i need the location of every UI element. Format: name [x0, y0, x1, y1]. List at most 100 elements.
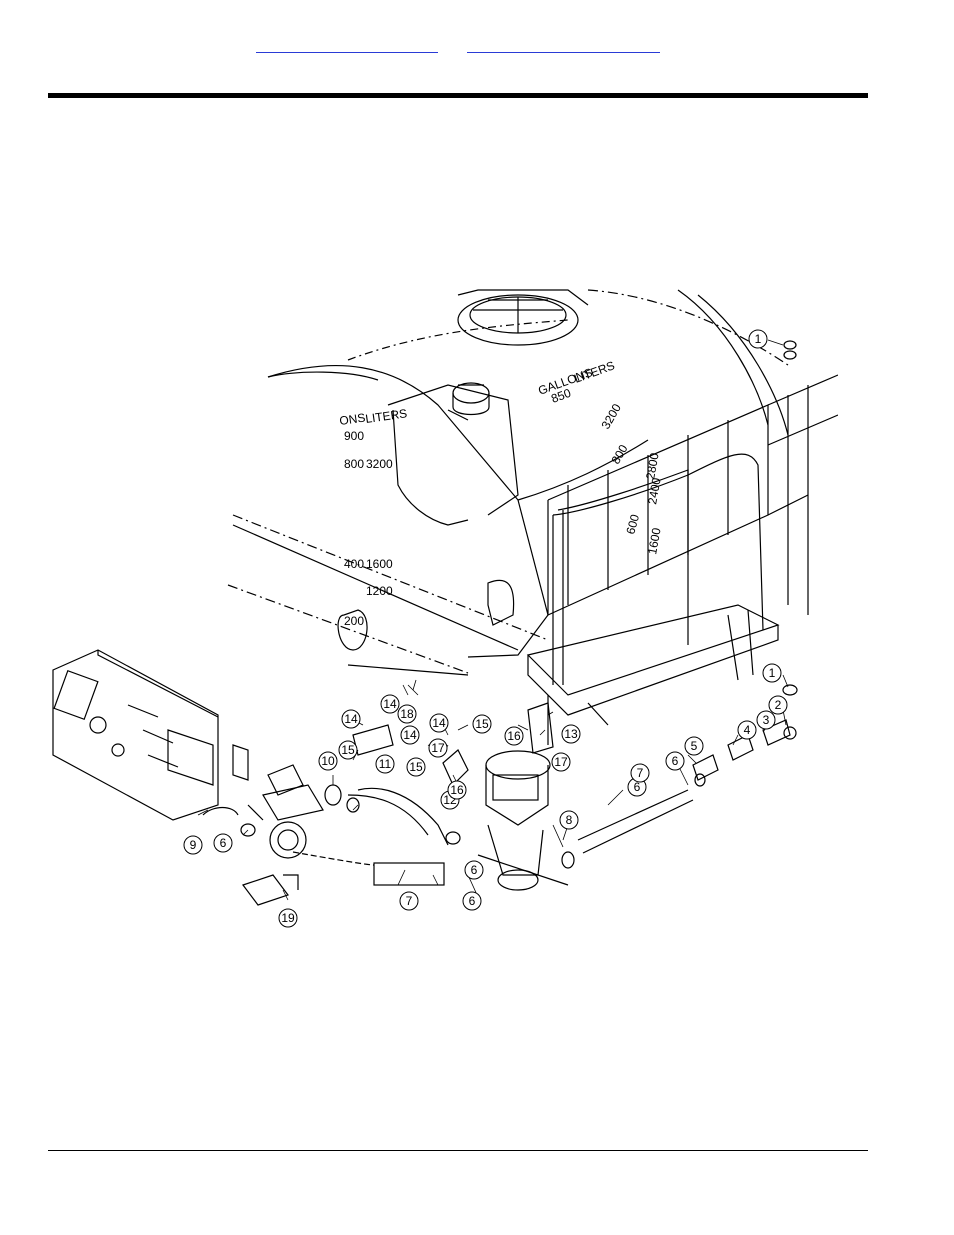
callout-15: 15	[406, 757, 426, 777]
callout-14: 14	[341, 709, 361, 729]
callout-number: 16	[450, 783, 464, 797]
callout-15: 15	[338, 740, 358, 760]
fill-lid	[457, 294, 579, 346]
scale-right-metric-0: 3200	[598, 401, 624, 431]
control-box	[52, 649, 219, 821]
rinse-cap	[452, 382, 490, 416]
fittings-right	[692, 340, 798, 781]
callout-19: 19	[278, 908, 298, 928]
callout-3: 3	[756, 710, 776, 730]
hose-front	[357, 787, 449, 846]
header-link-left[interactable]	[256, 38, 438, 53]
callout-16: 16	[504, 726, 524, 746]
callout-number: 13	[564, 727, 578, 741]
callout-14: 14	[400, 725, 420, 745]
sight-window	[337, 609, 368, 651]
handrail	[552, 453, 764, 685]
top-rule	[48, 93, 868, 98]
callout-18: 18	[397, 704, 417, 724]
callout-4: 4	[737, 720, 757, 740]
scale-left-unit-1: 800	[344, 457, 364, 471]
callout-7: 7	[630, 763, 650, 783]
callout-number: 8	[566, 813, 573, 827]
leader-lines	[197, 339, 789, 901]
callout-number: 6	[634, 780, 641, 794]
scale-left-unit-3: 200	[344, 614, 364, 628]
scale-right-unit-2: 600	[623, 512, 642, 535]
scale-left-metric-2: 1200	[366, 584, 393, 598]
callout-number: 5	[691, 739, 698, 753]
callout-17: 17	[551, 752, 571, 772]
scale-right-unit-0: 850	[549, 386, 573, 406]
callout-number: 10	[321, 754, 335, 768]
scale-right-metric-3: 1600	[645, 526, 663, 555]
scale-left-unit-2: 400	[344, 557, 364, 571]
callout-2: 2	[768, 695, 788, 715]
bottom-rule	[48, 1150, 868, 1151]
callout-number: 1	[755, 332, 762, 346]
callout-number: 2	[775, 698, 782, 712]
callout-number: 6	[469, 894, 476, 908]
callout-number: 15	[409, 760, 423, 774]
callout-11: 11	[375, 754, 395, 774]
cage-guard	[547, 374, 838, 616]
tank-scale-left: ONS LITERS 900 800 400 200 3200 1600 120…	[338, 406, 408, 628]
callout-number: 15	[475, 717, 489, 731]
header-link-right[interactable]	[467, 38, 660, 53]
callout-14: 14	[429, 713, 449, 733]
callout-17: 17	[428, 738, 448, 758]
callout-number: 11	[379, 757, 392, 771]
scale-left-heading-units: ONS	[338, 410, 366, 427]
fitting-9	[202, 806, 239, 816]
callout-6: 6	[464, 860, 484, 880]
callout-number: 14	[383, 697, 397, 711]
callout-9: 9	[183, 835, 203, 855]
callout-1: 1	[762, 663, 782, 683]
scale-right-heading-metric: LITERS	[572, 358, 616, 386]
callout-number: 3	[763, 713, 770, 727]
callout-6: 6	[462, 891, 482, 911]
callout-number: 14	[344, 712, 358, 726]
callout-number: 17	[431, 741, 445, 755]
pump-assembly	[477, 750, 569, 891]
callout-number: 15	[341, 743, 355, 757]
callout-number: 6	[672, 754, 679, 768]
tank-scale-right: GALLONS LITERS 850 800 600 3200 2800 240…	[536, 358, 663, 555]
callout-number: 7	[406, 894, 413, 908]
fitting-10	[324, 784, 342, 806]
callout-number: 7	[637, 766, 644, 780]
hose-segment	[373, 862, 445, 886]
callout-number: 6	[220, 836, 227, 850]
valve-manifold	[232, 744, 324, 906]
scale-right-unit-1: 800	[608, 442, 630, 467]
callout-number: 14	[403, 728, 417, 742]
bracket-13	[527, 702, 554, 754]
callout-number: 16	[507, 729, 521, 743]
parts-diagram: ONS LITERS 900 800 400 200 3200 1600 120…	[52, 289, 838, 928]
callout-number: 14	[432, 716, 446, 730]
callout-number: 1	[769, 666, 776, 680]
callout-number: 19	[281, 911, 295, 925]
scale-right-metric-2: 2400	[645, 476, 663, 505]
scale-left-unit-0: 900	[344, 429, 364, 443]
callout-6: 6	[213, 833, 233, 853]
scale-right-metric-1: 2800	[643, 451, 661, 480]
step-platform	[526, 604, 780, 745]
bracket-12	[442, 749, 469, 787]
callout-13: 13	[561, 724, 581, 744]
bracket-11	[352, 724, 394, 756]
callout-1: 1	[748, 329, 768, 349]
callout-16: 16	[447, 780, 467, 800]
callout-6: 6	[665, 751, 685, 771]
callout-number: 6	[471, 863, 478, 877]
callout-5: 5	[684, 736, 704, 756]
tank-body	[227, 289, 789, 676]
callout-number: 4	[744, 723, 751, 737]
scale-left-metric-0: 3200	[366, 457, 393, 471]
hose-right	[577, 789, 694, 854]
callout-number: 17	[554, 755, 568, 769]
scale-left-heading-metric: LITERS	[364, 406, 408, 426]
tank-bracket	[487, 579, 515, 626]
callout-14: 14	[380, 694, 400, 714]
